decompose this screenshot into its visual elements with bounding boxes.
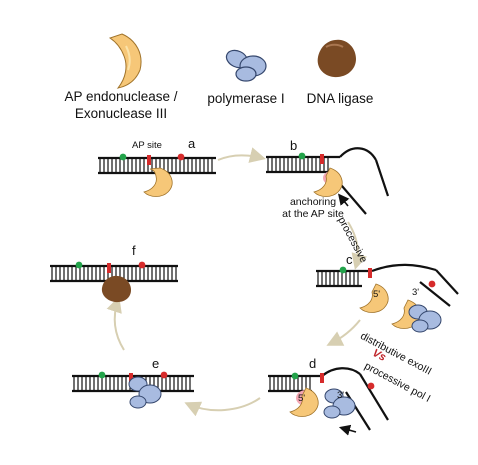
legend-label-ap-endonuclease: AP endonuclease / Exonuclease III	[64, 89, 178, 121]
dna-strand-d	[268, 367, 389, 436]
dna-strand-a	[98, 153, 216, 197]
five-prime-label-c: 5'	[373, 289, 381, 300]
dna-strand-e	[72, 371, 194, 409]
panel-label-f: f	[132, 243, 136, 258]
panel-label-d: d	[309, 356, 317, 371]
arrow-d-to-e	[184, 397, 261, 417]
five-prime-label-d: 5'	[298, 393, 306, 404]
arrow-c-to-d	[326, 319, 361, 346]
dna-strand-c	[316, 263, 459, 333]
legend-label-dna-ligase: DNA ligase	[306, 91, 374, 106]
arrow-b-to-c	[347, 221, 367, 270]
three-prime-label-d: 3'	[337, 390, 345, 401]
panel-label-a: a	[188, 136, 196, 151]
panel-label-e: e	[152, 356, 160, 371]
anchoring-label: anchoring at the AP site	[282, 196, 344, 220]
ap-site-label: AP site	[132, 140, 162, 151]
cycle-arrows	[106, 147, 367, 417]
dna-strand-b	[266, 147, 390, 215]
legend-label-polymerase: polymerase I	[207, 91, 285, 106]
panel-label-b: b	[290, 138, 298, 153]
three-prime-label-c: 3'	[412, 287, 420, 298]
arrow-a-to-b	[217, 147, 266, 163]
panel-label-c: c	[346, 252, 353, 267]
legend-ap-endonuclease-icon	[108, 33, 142, 89]
dna-strand-f	[50, 261, 178, 303]
legend-dna-ligase-icon	[317, 39, 356, 78]
legend-polymerase-icon	[225, 49, 267, 82]
arrow-e-to-f	[106, 296, 125, 351]
